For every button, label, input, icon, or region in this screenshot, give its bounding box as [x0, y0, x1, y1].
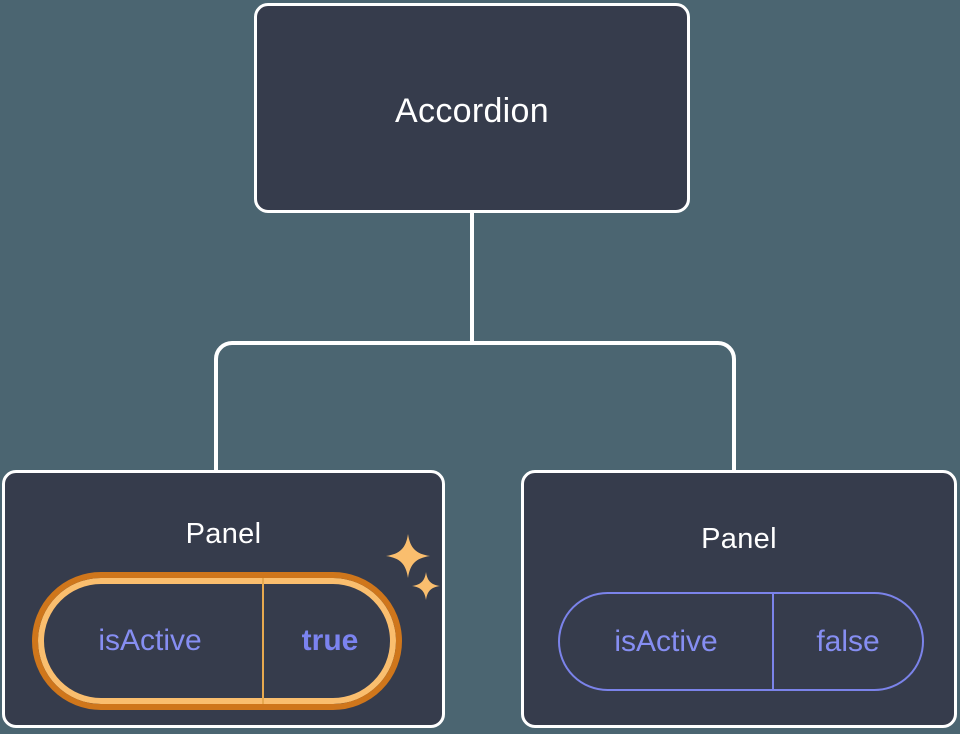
prop-value-label: false [772, 594, 922, 689]
prop-name-label: isActive [98, 624, 202, 657]
node-title-panel-inactive: Panel [701, 523, 777, 555]
prop-pill-isactive-false[interactable]: isActive false [558, 592, 924, 691]
connector-bracket-left [214, 341, 472, 472]
prop-pill-isactive-true[interactable]: isActive true [32, 572, 402, 710]
prop-name-label: isActive [614, 624, 718, 658]
prop-value-label: true [262, 578, 396, 704]
node-title-accordion: Accordion [395, 92, 549, 130]
node-title-panel-active: Panel [185, 518, 262, 550]
connector-bracket-right [472, 341, 736, 472]
tree-node-accordion[interactable]: Accordion [254, 3, 690, 213]
